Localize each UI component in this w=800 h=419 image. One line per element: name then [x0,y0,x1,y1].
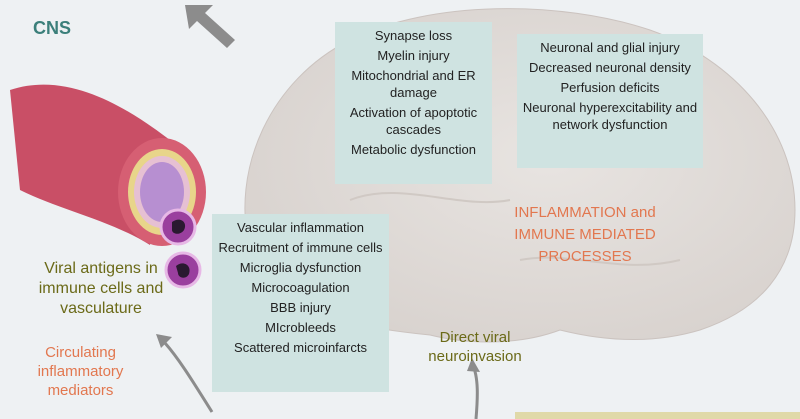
box-item: Microcoagulation [251,280,350,295]
box-item: Metabolic dysfunction [350,142,476,157]
box-item: Vascular inflammation [237,220,364,235]
box-item: Neuronal and glial injury [540,40,680,55]
circulating-mediators-label: Circulating inflammatory mediators [37,344,124,399]
bottom-box-edge [515,412,800,419]
box-item: BBB injury [270,300,331,315]
immune-cell [164,251,202,289]
box-item: Mitochondrial and ER damage [351,68,476,100]
box-item: Microglia dysfunction [239,260,362,275]
box-item: Perfusion deficits [560,80,660,95]
arrow-to-direct-viral [472,367,479,419]
box-item: Synapse loss [374,28,453,43]
box-top-middle: Synapse loss Myelin injury Mitochondrial… [335,22,492,184]
cns-label: CNS [33,18,72,38]
box-item: Activation of apoptotic cascades [349,105,478,137]
box-item: MIcrobleeds [265,320,336,335]
blood-vessel-illustration [10,84,206,246]
box-item: Myelin injury [377,48,450,63]
box-top-right: Neuronal and glial injury Decreased neur… [517,34,703,168]
box-item: Scattered microinfarcts [234,340,367,355]
box-item: Decreased neuronal density [529,60,691,75]
inflammation-label: INFLAMMATION and IMMUNE MEDIATED PROCESS… [514,204,656,265]
box-item: Recruitment of immune cells [218,240,383,255]
box-item: Neuronal hyperexcitability and network d… [522,100,698,132]
direct-viral-label: Direct viral neuroinvasion [428,329,522,365]
viral-antigens-label: Viral antigens in immune cells and vascu… [38,260,164,317]
arrow-to-viral-antigens [163,342,214,413]
arrow-up-left-top [185,5,235,48]
box-bottom-left: Vascular inflammation Recruitment of imm… [212,214,389,392]
